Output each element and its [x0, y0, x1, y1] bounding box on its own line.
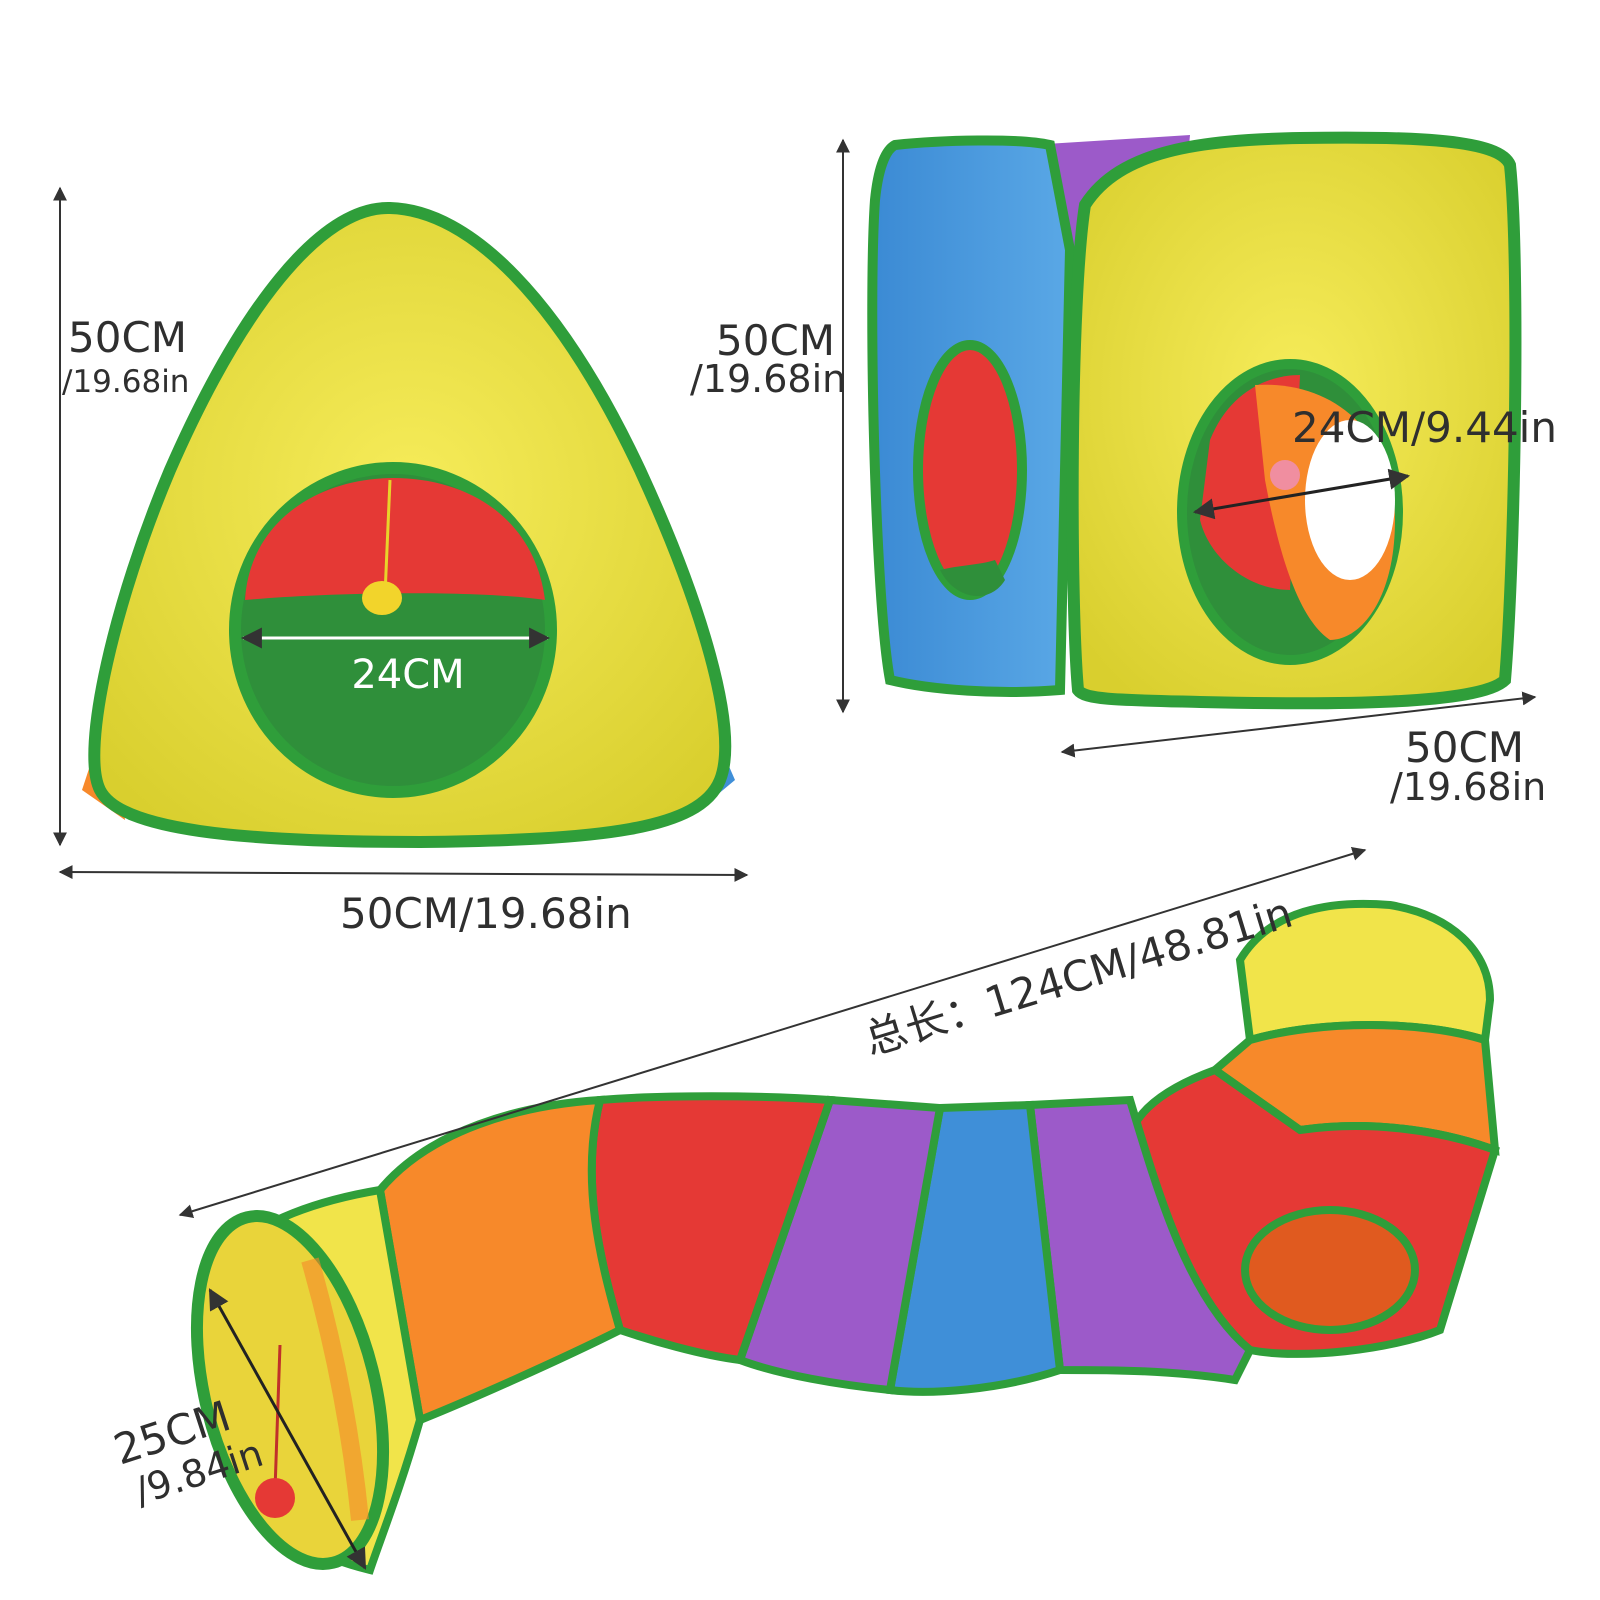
triangle-tent-door [229, 462, 557, 798]
cube-tent: 24CM/9.44in [867, 131, 1557, 710]
cube-opening-arrow [1192, 468, 1411, 520]
tunnel-toy-ball-icon [255, 1478, 295, 1518]
s-tunnel [190, 899, 1500, 1575]
triangle-opening-label: 24CM [351, 652, 464, 698]
cube-width-in: /19.68in [1390, 765, 1546, 809]
triangle-width-label: 50CM/19.68in [340, 889, 632, 938]
tunnel-side-hole [1241, 1206, 1419, 1334]
cube-toy-ball-icon [1270, 460, 1300, 490]
cube-height-cm: 50CM [716, 316, 835, 365]
toy-ball-icon [362, 581, 402, 615]
tunnel-length-arrow [178, 847, 1367, 1218]
triangle-height-in: /19.68in [62, 364, 189, 400]
cube-side-door [913, 340, 1027, 600]
tunnel-length-label: 总长：124CM/48.81in [859, 888, 1298, 1065]
triangle-tent: 24CM [82, 201, 735, 849]
tunnel-diameter-arrow [208, 1288, 367, 1570]
cube-width-arrow [1060, 691, 1537, 758]
triangle-width-arrow [58, 865, 749, 882]
cube-height-in: /19.68in [690, 357, 846, 401]
triangle-height-cm: 50CM [68, 313, 187, 362]
cube-opening-label: 24CM/9.44in [1292, 403, 1557, 452]
cube-width-cm: 50CM [1405, 723, 1524, 772]
